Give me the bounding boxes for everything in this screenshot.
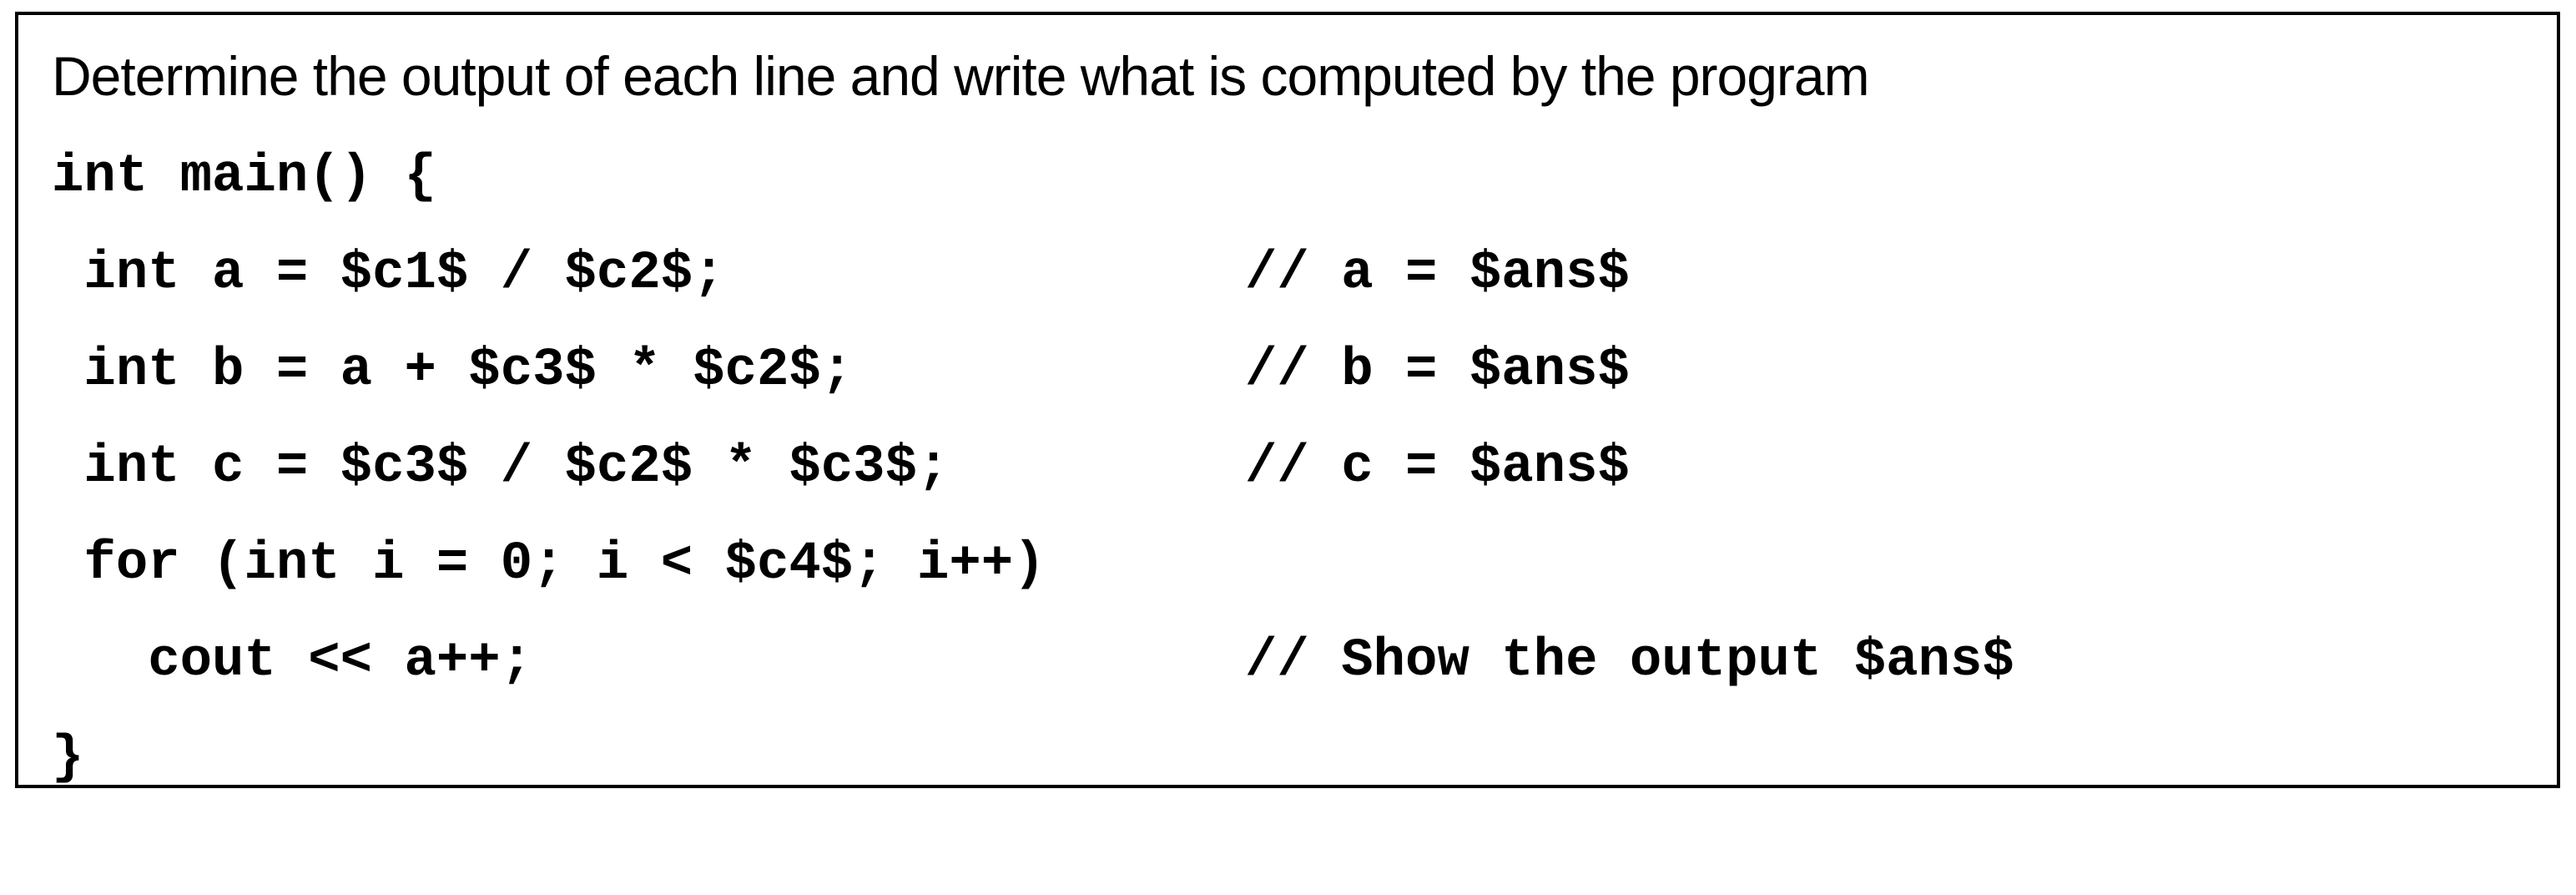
code-statement: int a = $c1$ / $c2$; [52,244,725,304]
question-instruction: Determine the output of each line and wr… [52,45,1870,107]
code-line-cout: cout << a++; // Show the output $ans$ [52,635,2014,848]
code-statement: cout << a++; [52,631,533,691]
code-line-for-loop: for (int i = 0; i < $c4$; i++) [52,538,1045,698]
code-line-main-signature: int main() { [52,150,436,311]
code-statement: int c = $c3$ / $c2$ * $c3$; [52,437,950,498]
code-statement: int main() { [52,147,436,207]
code-line-int-c: int c = $c3$ / $c2$ * $c3$; // c = $ans$ [52,441,1629,655]
code-comment: // Show the output $ans$ [1245,631,2014,691]
question-box: Determine the output of each line and wr… [15,12,2560,788]
code-statement: for (int i = 0; i < $c4$; i++) [52,534,1046,594]
code-line-closing-brace: } [52,731,180,892]
code-comment: // c = $ans$ [1245,437,1630,498]
code-statement: } [52,728,84,788]
code-comment: // b = $ans$ [1245,341,1630,401]
code-comment: // a = $ans$ [1245,244,1630,304]
code-line-int-a: int a = $c1$ / $c2$; // a = $ans$ [52,247,1629,461]
code-line-int-b: int b = a + $c3$ * $c2$; // b = $ans$ [52,344,1629,558]
code-statement: int b = a + $c3$ * $c2$; [52,341,854,401]
